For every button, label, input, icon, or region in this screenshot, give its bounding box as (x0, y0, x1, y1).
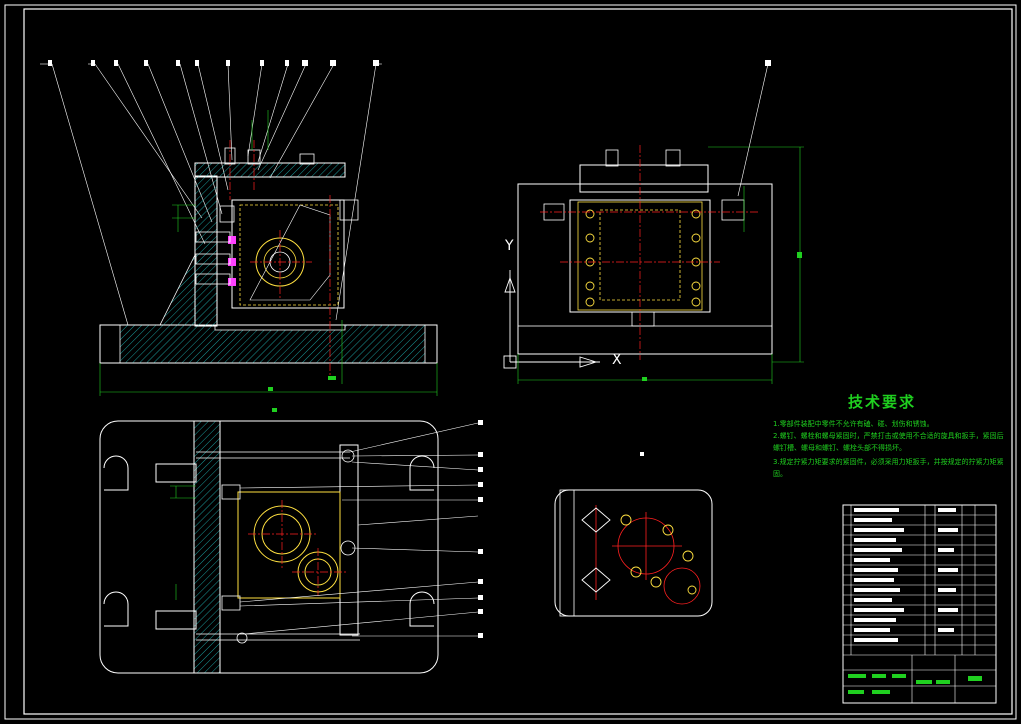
tech-requirement-line-4: 3.规定拧紧力矩要求的紧固件，必须采用力矩扳手，并按规定的拧紧力矩紧 (773, 458, 1004, 466)
tech-requirement-line-3: 螺钉槽、螺母和螺钉、螺栓头部不得损坏。 (773, 444, 906, 452)
y-axis-label: Y (505, 238, 514, 254)
side-view (503, 60, 804, 384)
top-view (99, 420, 483, 674)
tech-requirement-line-1: 1.零部件装配中零件不允许有磕、碰、划伤和锈蚀。 (773, 420, 934, 428)
outer-frame (4, 4, 1017, 720)
detail-view (554, 452, 713, 617)
tech-requirements-title: 技术要求 (848, 393, 917, 411)
tech-requirement-line-5: 固。 (773, 470, 787, 478)
x-axis-label: X (612, 352, 622, 368)
tech-requirement-line-2: 2.螺钉、螺栓和螺母紧固时，严禁打击或使用不合适的旋具和扳手，紧固后 (773, 432, 1004, 440)
inner-frame (23, 8, 1013, 715)
front-view (40, 60, 438, 396)
title-block (842, 504, 997, 704)
